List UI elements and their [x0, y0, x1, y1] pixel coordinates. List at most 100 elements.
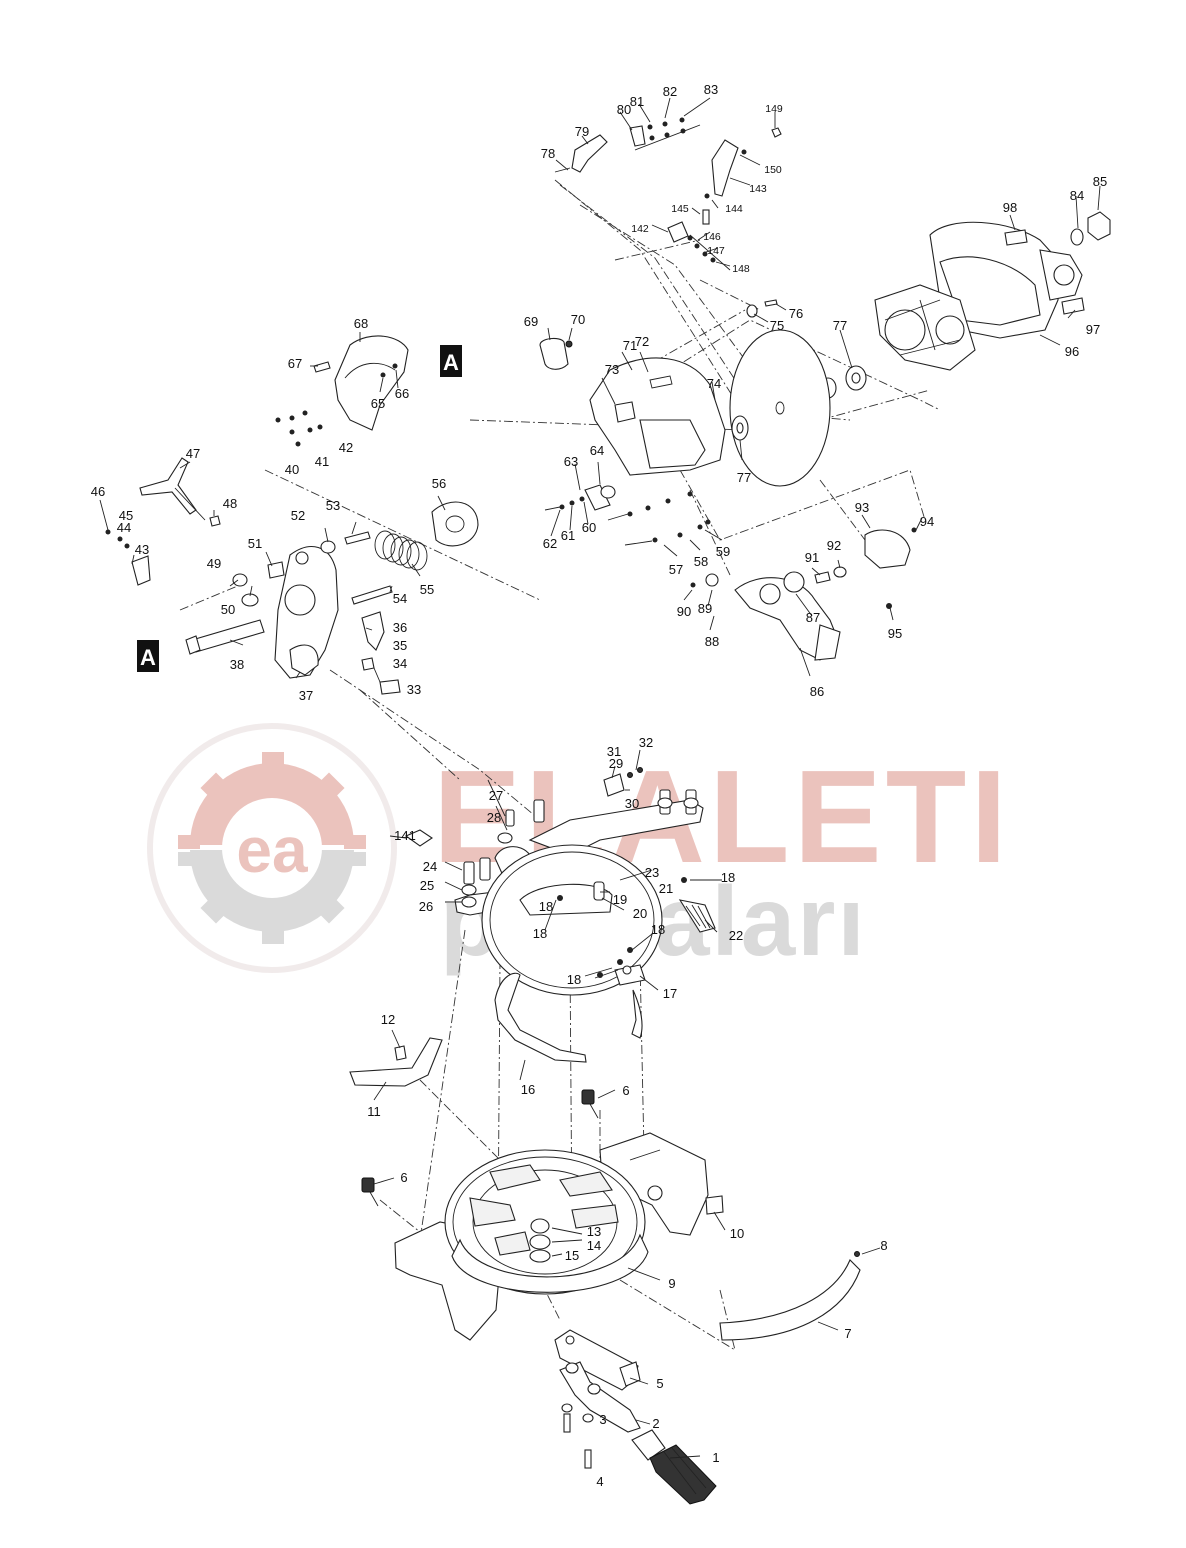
bearing-77-a [845, 365, 867, 391]
part-number-label: 62 [543, 536, 557, 551]
part-number-label: 16 [521, 1082, 535, 1097]
part-number-label: 43 [135, 542, 149, 557]
part-number-label: 47 [186, 446, 200, 461]
watermark-logo-text: ea [236, 814, 308, 886]
part-number-label: 95 [888, 626, 902, 641]
part-number-label: 64 [590, 443, 604, 458]
motor-housing [874, 221, 1083, 371]
part-number-label: 66 [395, 386, 409, 401]
pivot-pin-38 [185, 619, 265, 655]
part-number-label: 35 [393, 638, 407, 653]
part-number-label: 1 [712, 1450, 719, 1465]
part-number-label: 143 [749, 183, 767, 195]
small-screws-44-46 [105, 529, 130, 549]
bolt-33-34 [361, 657, 401, 695]
pin-19 [593, 881, 605, 901]
part-number-label: 36 [393, 620, 407, 635]
clamp-bar-16 [494, 972, 643, 1063]
part-number-label: 81 [630, 94, 644, 109]
part-number-label: 69 [524, 314, 538, 329]
lower-blade-guard [705, 571, 841, 661]
part-number-label: 45 [119, 508, 133, 523]
part-number-label: 18 [539, 899, 553, 914]
part-number-label: 41 [315, 454, 329, 469]
watermark-logo-gear-icon: ea [147, 723, 397, 973]
part-number-label: 85 [1093, 174, 1107, 189]
screw-70 [565, 340, 573, 348]
support-bracket-17 [614, 964, 646, 986]
part-number-label: 38 [230, 657, 244, 672]
section-marker-letter: A [443, 350, 459, 375]
section-marker-a-upper: A [440, 345, 462, 377]
spacer-49-50 [232, 573, 259, 607]
knob-6-b [361, 1177, 379, 1207]
part-number-label: 52 [291, 508, 305, 523]
part-number-label: 92 [827, 538, 841, 553]
part-number-label: 15 [565, 1248, 579, 1263]
part-number-label: 33 [407, 682, 421, 697]
part-number-label: 146 [703, 231, 721, 243]
part-number-label: 44 [117, 520, 131, 535]
part-number-label: 46 [91, 484, 105, 499]
part-number-label: 96 [1065, 344, 1079, 359]
part-number-label: 18 [651, 922, 665, 937]
nut-85 [1087, 211, 1111, 241]
part-number-label: 70 [571, 312, 585, 327]
part-number-label: 141 [394, 828, 416, 843]
part-number-label: 7 [844, 1326, 851, 1341]
saw-blade [729, 329, 831, 487]
part-number-label: 26 [419, 899, 433, 914]
part-number-label: 77 [737, 470, 751, 485]
part-number-label: 50 [221, 602, 235, 617]
washer-52-56 [320, 501, 479, 554]
scale-strip-7 [719, 1251, 861, 1341]
part-number-label: 17 [663, 986, 677, 1001]
part-number-label: 74 [707, 376, 721, 391]
part-number-label: 32 [639, 735, 653, 750]
spring-55 [374, 530, 428, 571]
part-number-label: 10 [730, 1226, 744, 1241]
part-number-label: 30 [625, 796, 639, 811]
part-number-label: 18 [533, 926, 547, 941]
part-number-label: 77 [833, 318, 847, 333]
nut-48 [209, 515, 221, 527]
part-number-label: 6 [400, 1170, 407, 1185]
part-number-label: 27 [489, 788, 503, 803]
part-number-label: 14 [587, 1238, 601, 1253]
handle-141 [404, 829, 433, 847]
bracket-43 [131, 555, 151, 586]
part-number-label: 60 [582, 520, 596, 535]
part-number-label: 82 [663, 84, 677, 99]
part-number-label: 55 [420, 582, 434, 597]
part-number-label: 58 [694, 554, 708, 569]
section-marker-letter: A [140, 645, 156, 670]
part-number-label: 75 [770, 318, 784, 333]
center-washers-13-15 [529, 1218, 551, 1263]
washer-84 [1070, 228, 1084, 246]
part-number-label: 28 [487, 810, 501, 825]
part-number-label: 48 [223, 496, 237, 511]
part-number-label: 94 [920, 514, 934, 529]
upper-blade-guard [589, 357, 726, 476]
part-number-label: 84 [1070, 188, 1084, 203]
part-number-label: 24 [423, 859, 437, 874]
part-number-label: 20 [633, 906, 647, 921]
part-number-label: 6 [622, 1083, 629, 1098]
locking-knob-47 [139, 457, 206, 521]
bolts-24-32 [461, 767, 699, 908]
part-number-label: 93 [855, 500, 869, 515]
label-10 [705, 1195, 724, 1215]
bolts-3-4 [561, 1403, 594, 1469]
part-number-label: 25 [420, 878, 434, 893]
blade-cover-93 [864, 529, 911, 569]
part-number-label: 23 [645, 865, 659, 880]
part-number-label: 80 [617, 102, 631, 117]
part-number-label: 145 [671, 203, 689, 215]
label-plate-98 [1004, 229, 1028, 246]
part-number-label: 29 [609, 756, 623, 771]
stop-bracket-36 [361, 611, 385, 651]
blade-flange-77 [731, 415, 749, 441]
part-number-label: 67 [288, 356, 302, 371]
